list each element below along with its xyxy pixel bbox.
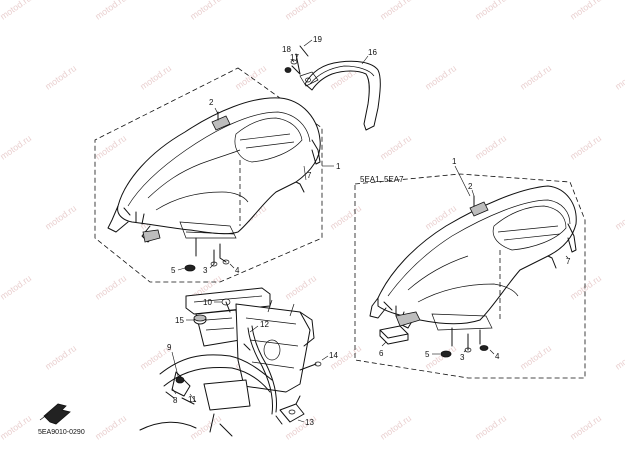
callout-right-2: 2 (468, 182, 473, 191)
callout-left-5: 5 (171, 266, 176, 275)
watermark-text: motod.ru (93, 0, 128, 22)
grab-bar-callouts: 16 17 18 19 (282, 35, 377, 65)
watermark-text: motod.ru (568, 273, 603, 302)
callout-left-4: 4 (235, 266, 240, 275)
right-callouts: 1 2 7 6 5 3 4 (379, 157, 571, 362)
watermark-text: motod.ru (473, 413, 508, 442)
watermark-text: motod.ru (0, 413, 33, 442)
callout-left-7: 7 (307, 171, 312, 180)
left-assembly-boundary (94, 67, 323, 283)
callout-8: 8 (173, 396, 178, 405)
watermark-text: motod.ru (613, 63, 625, 92)
watermark-text: motod.ru (518, 63, 553, 92)
callout-16: 16 (368, 48, 377, 57)
callout-14: 14 (329, 351, 338, 360)
watermark-text: motod.ru (378, 413, 413, 442)
callout-right-3: 3 (460, 353, 465, 362)
callout-left-1: 1 (336, 162, 341, 171)
callout-right-5: 5 (425, 350, 430, 359)
grab-bar-assembly (284, 45, 381, 131)
watermark-text: motod.ru (378, 0, 413, 22)
callout-right-1: 1 (452, 157, 457, 166)
watermark-text: motod.ru (93, 133, 128, 162)
watermark-text: motod.ru (473, 133, 508, 162)
watermark-text: motod.ru (283, 273, 318, 302)
callout-left-2: 2 (209, 98, 214, 107)
watermark-text: motod.ru (613, 203, 625, 232)
watermark-text: motod.ru (43, 63, 78, 92)
callout-right-4: 4 (495, 352, 500, 361)
left-seat-assembly (107, 97, 321, 272)
watermark-text: motod.ru (378, 133, 413, 162)
right-assembly-boundary (354, 173, 586, 379)
watermark-text: motod.ru (138, 63, 173, 92)
right-seat-assembly (369, 185, 577, 358)
watermark-text: motod.ru (423, 63, 458, 92)
callout-10: 10 (203, 298, 212, 307)
watermark-text: motod.ru (613, 343, 625, 372)
drawing-code: 5EA9010-0290 (38, 429, 85, 436)
watermark-text: motod.ru (0, 0, 33, 22)
watermark-text: motod.ru (283, 0, 318, 22)
watermark-text: motod.ru (188, 0, 223, 22)
callout-18: 18 (282, 45, 291, 54)
watermark-text: motod.ru (568, 133, 603, 162)
callout-12: 12 (260, 320, 269, 329)
watermark-text: motod.ru (518, 343, 553, 372)
callout-right-6: 6 (379, 349, 384, 358)
watermark-text: motod.ru (0, 273, 33, 302)
callout-11: 11 (188, 395, 197, 404)
callout-13: 13 (305, 418, 314, 427)
frame-callouts: 10 15 12 9 8 11 13 14 (167, 298, 338, 427)
callout-left-3: 3 (203, 266, 208, 275)
watermark-text: motod.ru (93, 413, 128, 442)
callout-right-7: 7 (566, 257, 571, 266)
left-callouts: 2 1 7 5 3 4 (171, 98, 341, 275)
seat-lock-frame-assembly (139, 287, 322, 437)
watermark-text: motod.ru (568, 0, 603, 22)
callout-17: 17 (290, 53, 299, 62)
watermark-text: motod.ru (473, 0, 508, 22)
callout-19: 19 (313, 35, 322, 44)
watermark-text: motod.ru (93, 273, 128, 302)
watermark-text: motod.ru (43, 203, 78, 232)
front-direction-arrow (39, 403, 71, 425)
variant-label: 5EA1, 5EA7 (360, 175, 404, 184)
watermark-text: motod.ru (0, 133, 33, 162)
callout-9: 9 (167, 343, 172, 352)
watermark-text: motod.ru (43, 343, 78, 372)
watermark-text: motod.ru (568, 413, 603, 442)
watermark-text: motod.ru (233, 63, 268, 92)
callout-15: 15 (175, 316, 184, 325)
watermark-text: motod.ru (328, 203, 363, 232)
